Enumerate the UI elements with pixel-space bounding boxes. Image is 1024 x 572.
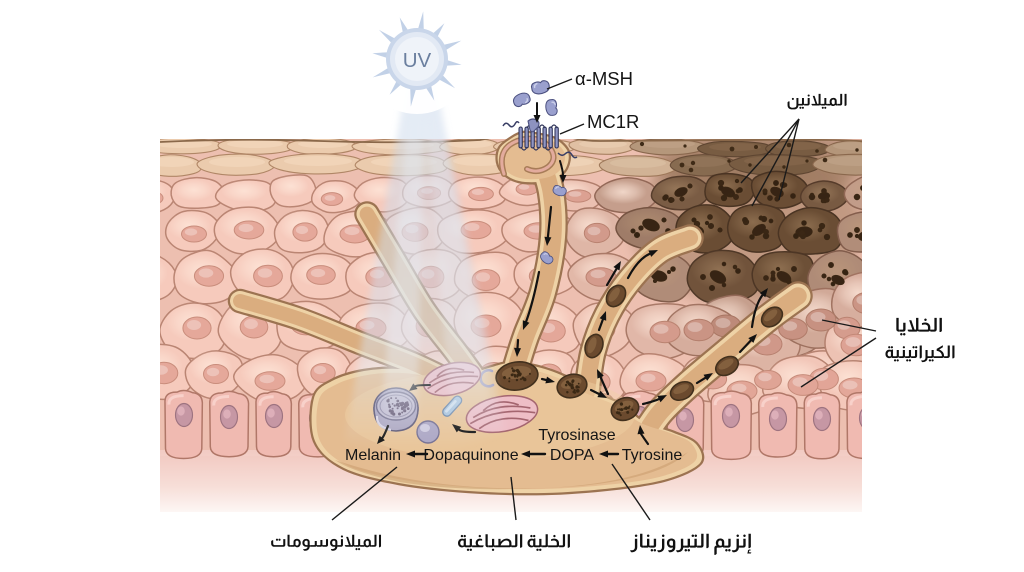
svg-text:Tyrosine: Tyrosine (622, 447, 683, 464)
svg-text:UV: UV (403, 49, 432, 72)
svg-text:Melanin: Melanin (345, 447, 401, 464)
svg-text:DOPA: DOPA (550, 447, 594, 464)
svg-text:Dopaquinone: Dopaquinone (423, 447, 518, 464)
svg-text:α-MSH: α-MSH (575, 68, 633, 89)
svg-text:Tyrosinase: Tyrosinase (538, 427, 615, 444)
svg-text:MC1R: MC1R (587, 111, 639, 132)
